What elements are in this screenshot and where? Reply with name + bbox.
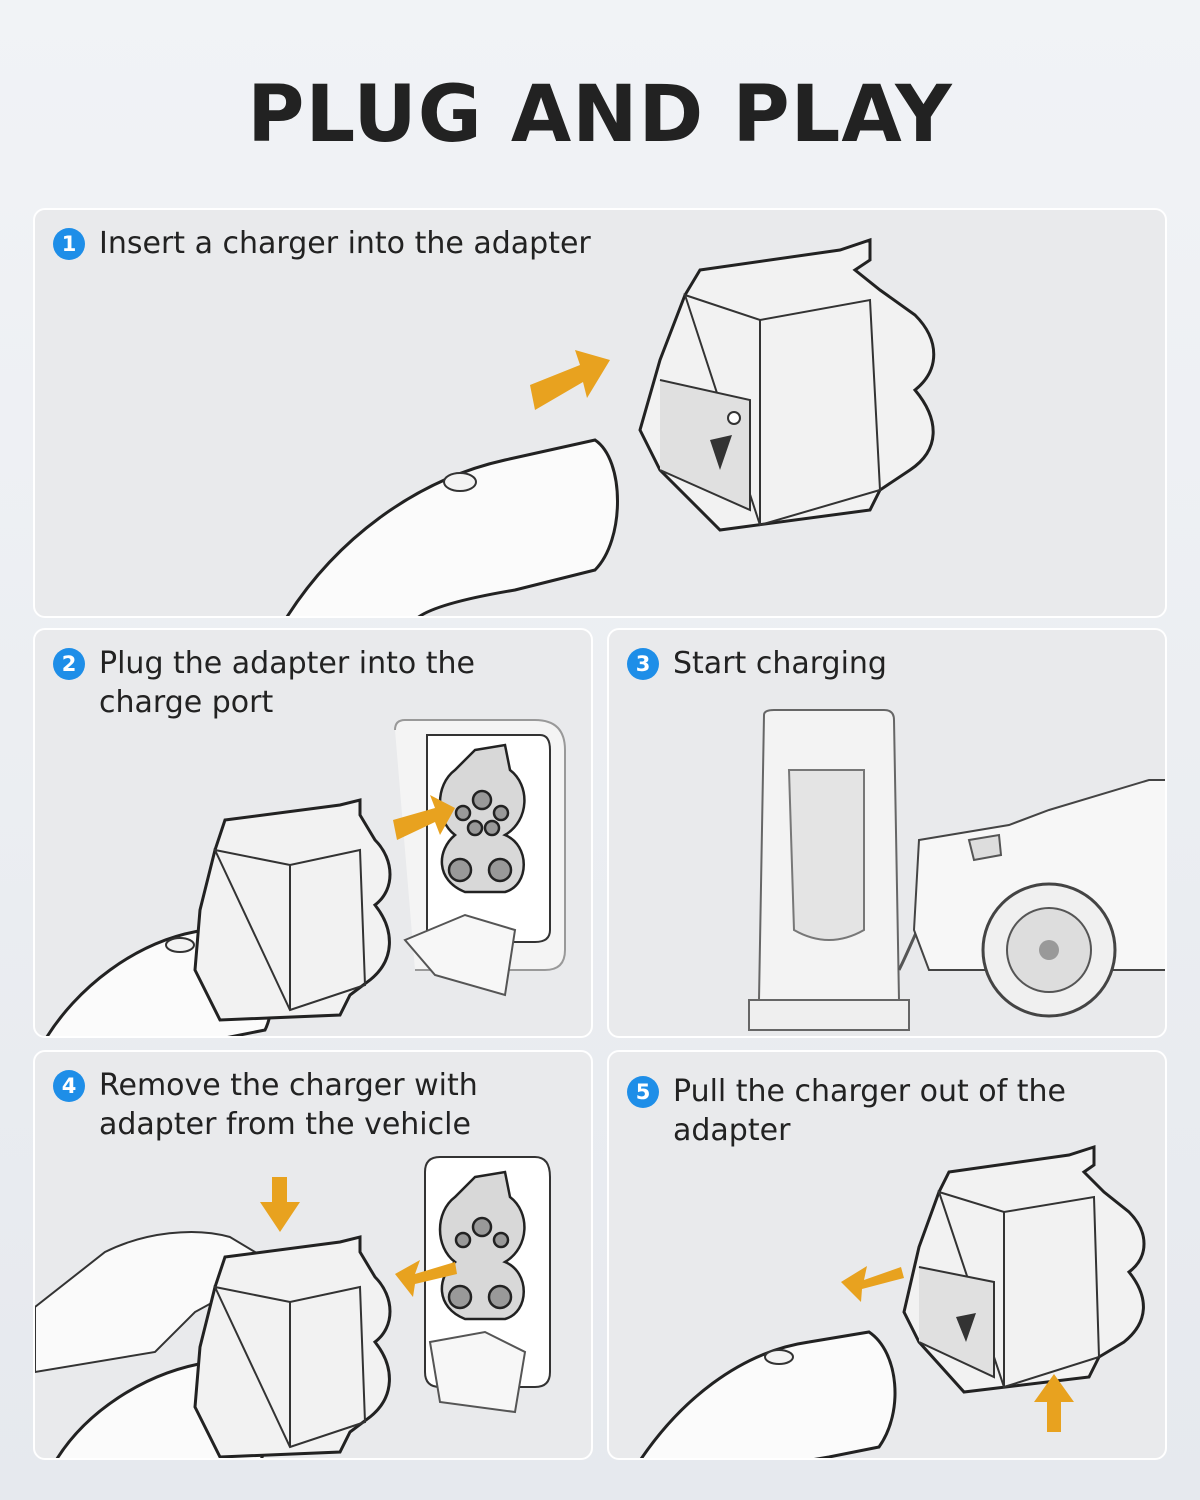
step-4-text: Remove the charger with adapter from the… <box>99 1068 478 1142</box>
page-title: PLUG AND PLAY <box>247 70 953 160</box>
insert-arrow-icon <box>530 350 610 410</box>
pull-out-arrow-icon <box>841 1266 904 1302</box>
press-arrow-icon <box>260 1177 300 1232</box>
step-1-text: Insert a charger into the adapter <box>99 226 591 261</box>
step-2-panel: 2 Plug the adapter into the charge port <box>33 628 593 1038</box>
charger-handle-shape <box>285 438 619 616</box>
adapter-shape <box>638 237 936 532</box>
plug-in-arrow-icon <box>393 795 455 840</box>
step-number-badge: 2 <box>53 648 85 680</box>
step-2-text: Plug the adapter into the charge port <box>99 646 475 720</box>
step-5-text: Pull the charger out of the adapter <box>673 1074 1066 1148</box>
charge-port-shape <box>438 743 526 894</box>
step-5-panel: 5 Pull the charger out of the adapter <box>607 1050 1167 1460</box>
step-number-badge: 3 <box>627 648 659 680</box>
charge-port-shape <box>438 1170 526 1321</box>
step-1-panel: 1 Insert a charger into the adapter <box>33 208 1167 618</box>
adapter-shape <box>193 1235 392 1458</box>
step-5-illustration <box>639 1144 1146 1458</box>
adapter-shape <box>902 1144 1146 1394</box>
charging-station-shape <box>748 709 910 1031</box>
step-4-panel: 4 Remove the charger with adapter from t… <box>33 1050 593 1460</box>
step-3-panel: 3 Start charging <box>607 628 1167 1038</box>
press-up-arrow-icon <box>1034 1374 1074 1432</box>
adapter-shape <box>193 798 392 1022</box>
vehicle-shape <box>912 779 1165 1018</box>
step-number-badge: 5 <box>627 1076 659 1108</box>
step-4-illustration <box>35 1156 551 1458</box>
step-3-text: Start charging <box>673 646 887 681</box>
step-1-illustration <box>285 237 936 616</box>
remove-arrow-icon <box>395 1260 457 1297</box>
step-number-badge: 4 <box>53 1070 85 1102</box>
step-3-illustration <box>748 709 1165 1031</box>
step-2-illustration <box>45 719 566 1036</box>
step-number-badge: 1 <box>53 228 85 260</box>
